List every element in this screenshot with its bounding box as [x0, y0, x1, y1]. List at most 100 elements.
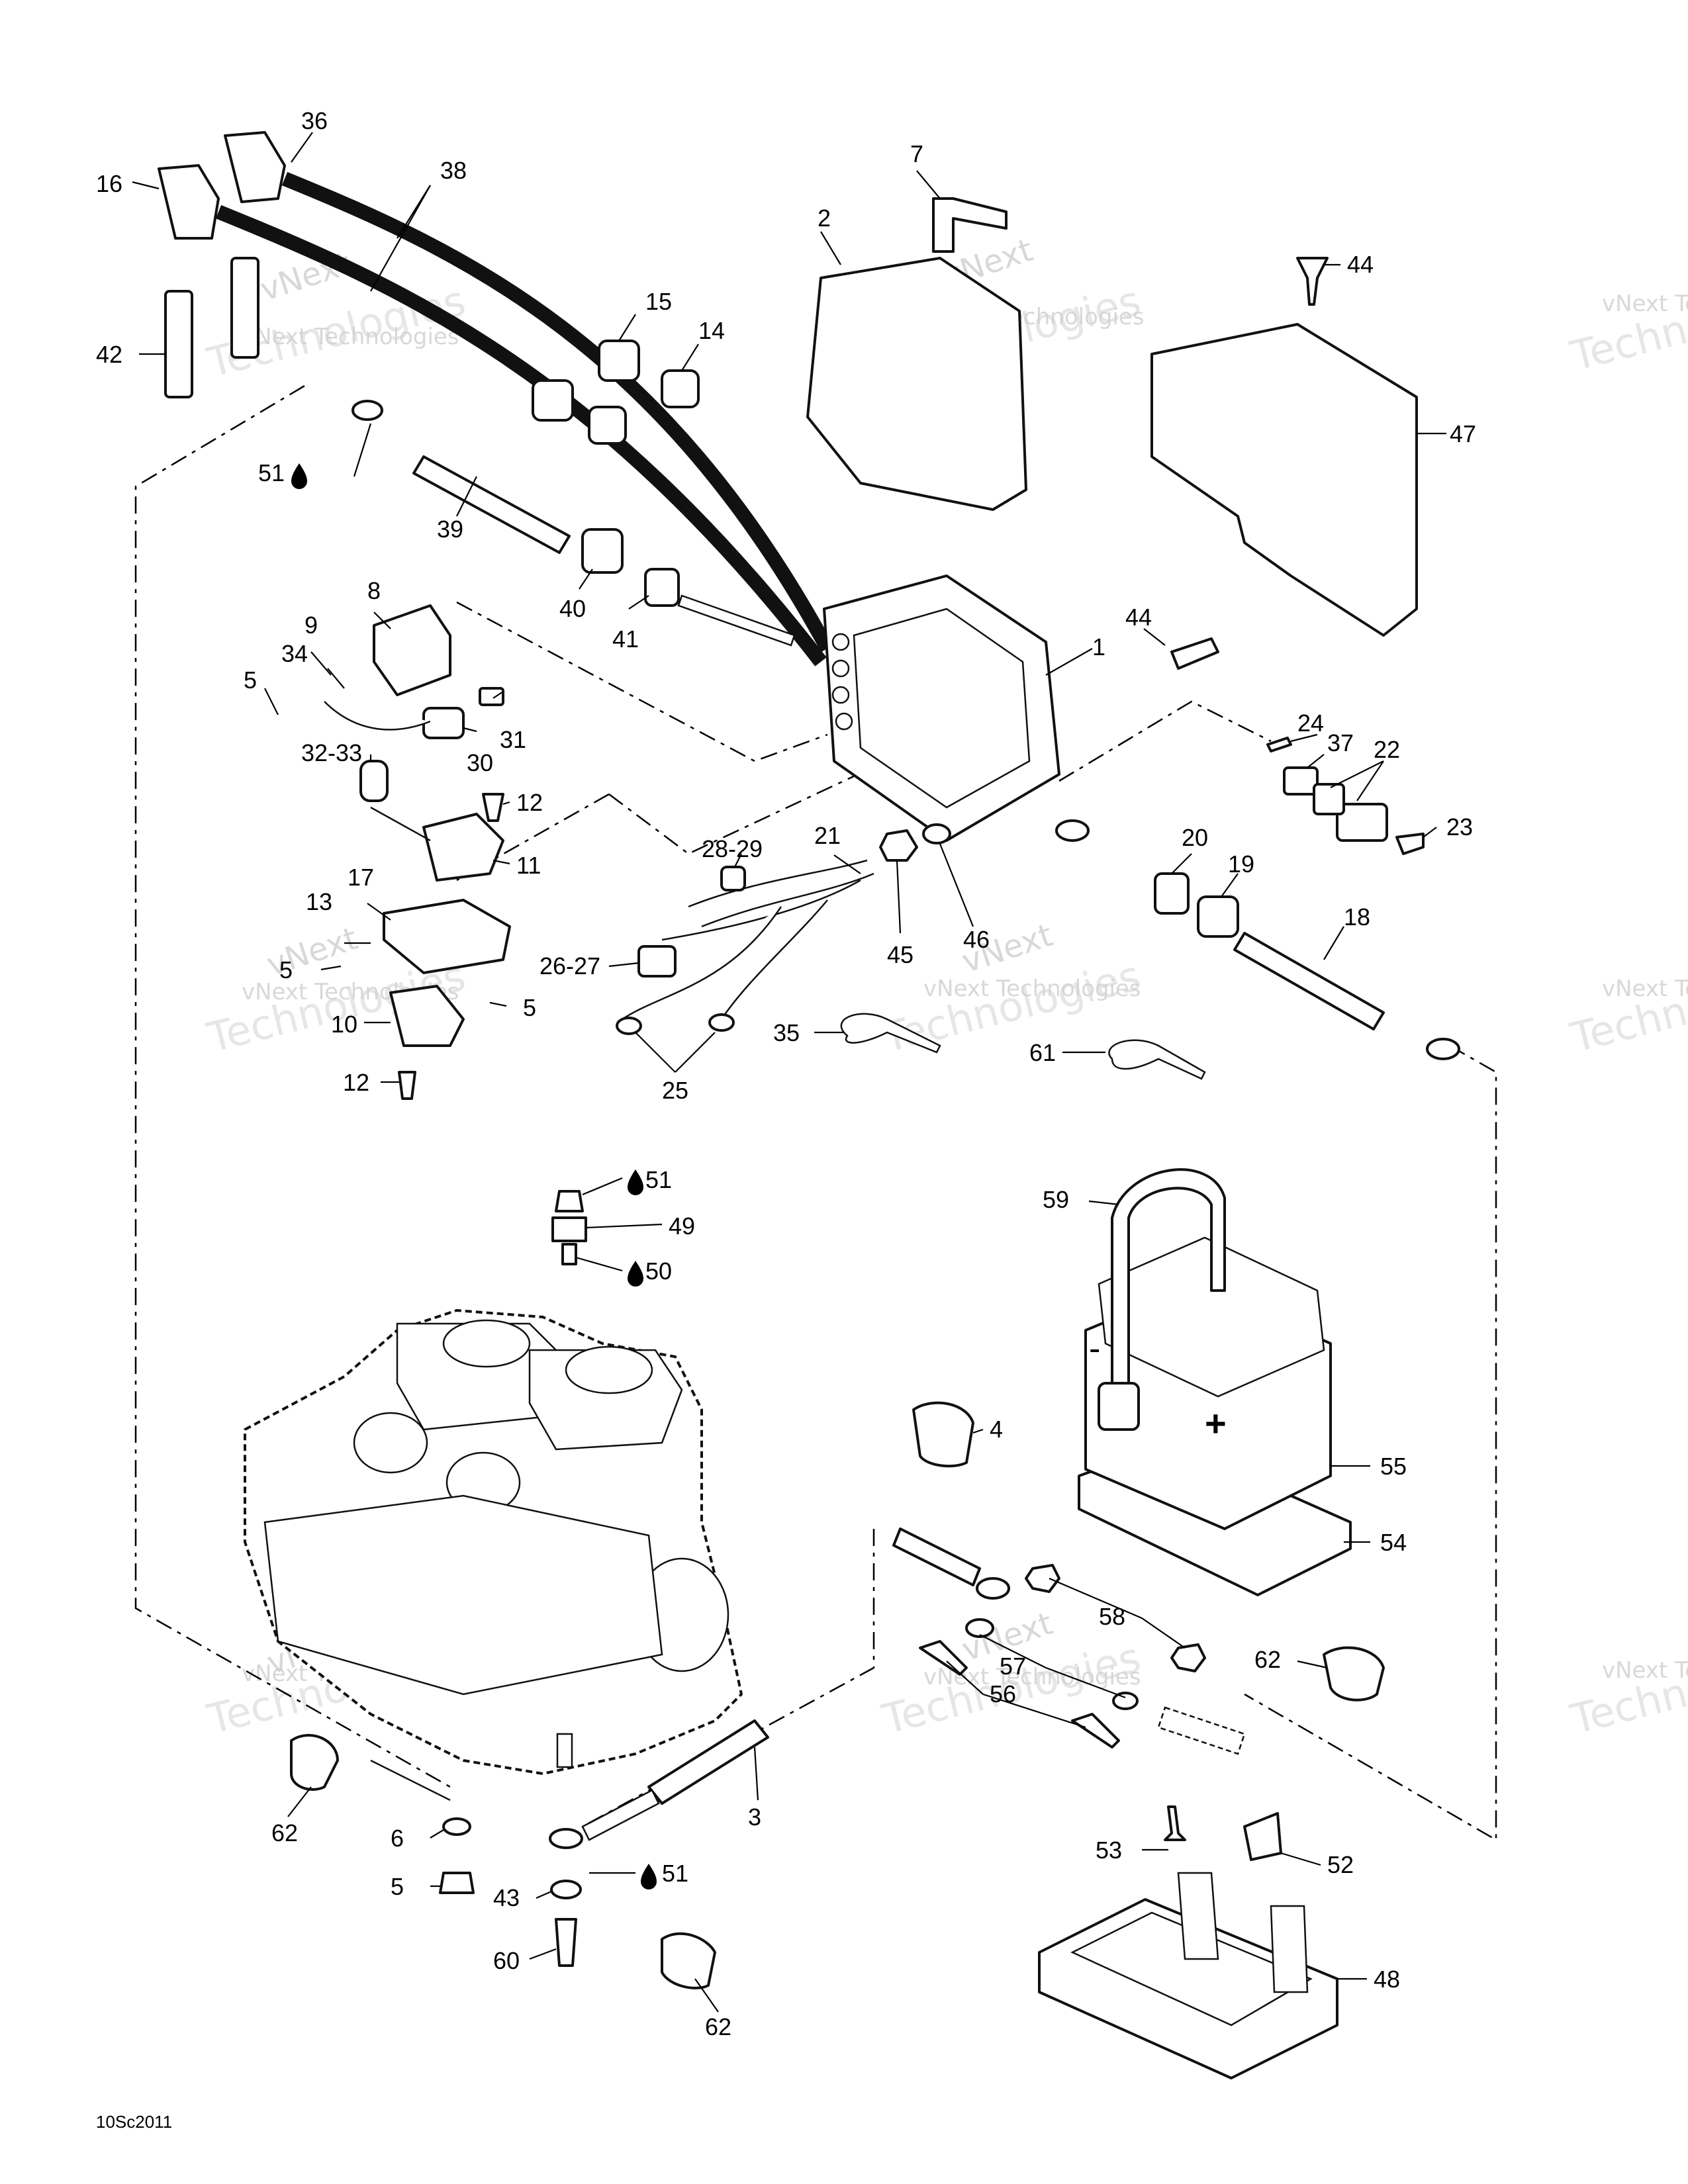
- cap-4: [912, 1401, 974, 1468]
- oil-drop-icon: [628, 1261, 643, 1287]
- watermark-big: Technologies: [1566, 951, 1688, 1062]
- callout-32-33: 32-33: [301, 739, 362, 766]
- cylinder-cap-right: [565, 1345, 653, 1394]
- ring-terminal-25b: [708, 1013, 735, 1032]
- engine-block: [244, 1309, 743, 1775]
- callout-30: 30: [467, 749, 493, 776]
- callout-3: 3: [748, 1803, 761, 1831]
- harness-21-wire-1: [688, 859, 868, 908]
- watermark-company: vNext Technologies: [1602, 1657, 1688, 1684]
- seal-37: [1283, 766, 1319, 796]
- ring-terminal-battery: [976, 1577, 1010, 1600]
- grommet-41: [644, 568, 680, 607]
- callout-5-bottom: 5: [391, 1873, 404, 1900]
- cylinder-cap-left: [442, 1319, 531, 1368]
- watermark-big: Technologies: [1566, 269, 1688, 380]
- callout-22: 22: [1374, 736, 1400, 763]
- housing-22: [1313, 783, 1345, 815]
- callout-19: 19: [1228, 850, 1254, 878]
- callout-43: 43: [493, 1884, 520, 1911]
- callout-12-top: 12: [516, 789, 543, 816]
- callout-labels: 16 36 38 42 15 14 2 7 44 47 44 1 51 39 4…: [96, 107, 1476, 2040]
- bracket-47-assembly: [1150, 257, 1418, 670]
- callout-28-29: 28-29: [702, 835, 763, 862]
- oil-drop-icon: [641, 1864, 657, 1889]
- callout-14: 14: [698, 317, 725, 344]
- wire-34: [324, 701, 431, 731]
- callout-51-top: 51: [258, 459, 285, 486]
- callout-39: 39: [437, 516, 463, 543]
- callout-1: 1: [1092, 633, 1105, 660]
- cable-tie-35: [840, 1013, 941, 1054]
- washer-46: [922, 823, 951, 844]
- lubricant-icons: [291, 463, 657, 1889]
- callout-5-right: 5: [523, 994, 536, 1021]
- callout-17: 17: [348, 864, 374, 891]
- cable-tie-61: [1108, 1039, 1206, 1080]
- ignition-cables: [158, 131, 834, 666]
- callout-60: 60: [493, 1947, 520, 1974]
- nut-cable: [532, 379, 574, 422]
- sensor-49-stem: [561, 1243, 577, 1265]
- callout-49: 49: [669, 1212, 695, 1240]
- battery-box-inner: [1070, 1911, 1313, 2026]
- nut-45: [879, 829, 918, 862]
- cable-18-assembly: [1055, 819, 1460, 1060]
- screw-23: [1395, 833, 1425, 855]
- battery-strap-59: [1111, 1168, 1226, 1404]
- callout-11: 11: [516, 852, 541, 879]
- fasteners-bottom-left: [290, 1733, 716, 1989]
- ignition-coil-11: [422, 813, 504, 882]
- tube-32-33: [359, 760, 389, 802]
- callout-23: 23: [1446, 813, 1473, 841]
- spark-plug-cap-right: [224, 131, 286, 203]
- battery-cable-end: [1157, 1706, 1246, 1755]
- bolt-56-right: [1071, 1713, 1120, 1749]
- cable-39-assembly: [352, 400, 796, 647]
- battery-plus-symbol: +: [1205, 1402, 1227, 1444]
- bracket-17: [383, 899, 511, 974]
- drawing-code: 10Sc2011: [96, 2112, 172, 2132]
- callout-4: 4: [990, 1416, 1003, 1443]
- callout-20: 20: [1182, 824, 1208, 851]
- callout-6: 6: [391, 1825, 404, 1852]
- callout-12-bottom: 12: [343, 1069, 369, 1096]
- ring-terminal-3: [549, 1828, 583, 1849]
- nut-58-bottom: [1170, 1643, 1206, 1672]
- nut-5: [439, 1872, 475, 1894]
- assembly-line-right: [1058, 700, 1272, 782]
- grommet-14: [661, 369, 700, 408]
- electrical-box-inner: [853, 608, 1031, 809]
- connector-22: [1336, 803, 1388, 842]
- boot-62-right: [1323, 1646, 1385, 1702]
- callout-16: 16: [96, 170, 122, 197]
- callout-44-top: 44: [1347, 251, 1374, 278]
- callout-5-top: 5: [244, 666, 257, 694]
- callout-9: 9: [305, 612, 318, 639]
- battery-cable-hardware: [892, 1527, 1246, 1755]
- cover-2: [806, 257, 1027, 511]
- fuse-31: [479, 687, 504, 706]
- oil-drop-icon: [628, 1169, 643, 1195]
- cable-ties: [840, 1013, 1206, 1080]
- callout-52: 52: [1327, 1851, 1354, 1878]
- connector-30: [422, 707, 465, 739]
- oil-drop-icon: [291, 463, 307, 489]
- ring-terminal-18-end: [1426, 1038, 1460, 1060]
- callout-13: 13: [306, 888, 332, 915]
- callout-31: 31: [500, 726, 526, 753]
- callout-50: 50: [645, 1257, 672, 1285]
- engine-crankcase: [263, 1494, 663, 1696]
- callout-61: 61: [1029, 1039, 1056, 1066]
- sensor-49-assembly: [551, 1190, 587, 1265]
- cable-39-sleeve: [412, 455, 571, 554]
- connector-22-group: [1266, 737, 1425, 855]
- callout-55: 55: [1380, 1453, 1407, 1480]
- switch-8: [373, 604, 451, 696]
- callout-37: 37: [1327, 729, 1354, 756]
- bracket-47: [1150, 323, 1418, 637]
- callout-26-27: 26-27: [539, 952, 600, 979]
- callout-45: 45: [887, 941, 914, 968]
- callout-8: 8: [367, 577, 381, 604]
- callout-41: 41: [612, 625, 639, 653]
